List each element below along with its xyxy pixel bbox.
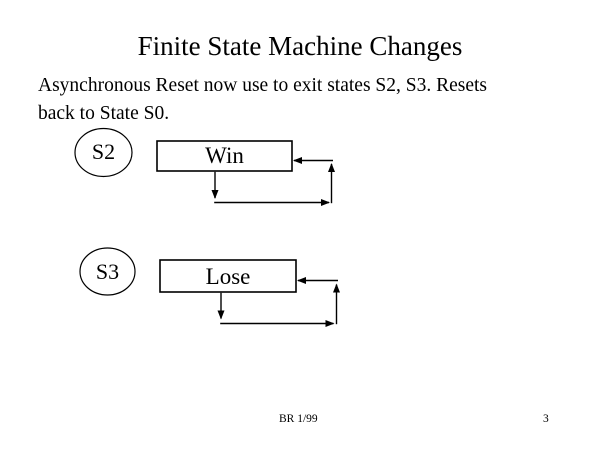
state-ellipse-s2 — [74, 127, 133, 178]
slide-title: Finite State Machine Changes — [137, 31, 463, 61]
body-text-line: back to State S0. — [38, 103, 170, 124]
action-label-lose: Lose — [206, 264, 251, 289]
footer-date: BR 1/99 — [279, 413, 318, 425]
body-text: Asynchronous Reset now use to exit state… — [38, 72, 578, 128]
fsm-row-win: S2 Win — [74, 127, 335, 206]
action-box-lose — [159, 259, 297, 293]
page-number: 3 — [543, 413, 549, 425]
action-label-win: Win — [205, 143, 244, 168]
body-text-line: Asynchronous Reset now use to exit state… — [38, 75, 488, 96]
state-label-s3: S3 — [96, 259, 119, 284]
action-box-win — [156, 140, 293, 172]
state-ellipse-s3 — [79, 247, 136, 296]
fsm-row-lose: S3 Lose — [79, 247, 340, 327]
state-label-s2: S2 — [92, 139, 115, 164]
